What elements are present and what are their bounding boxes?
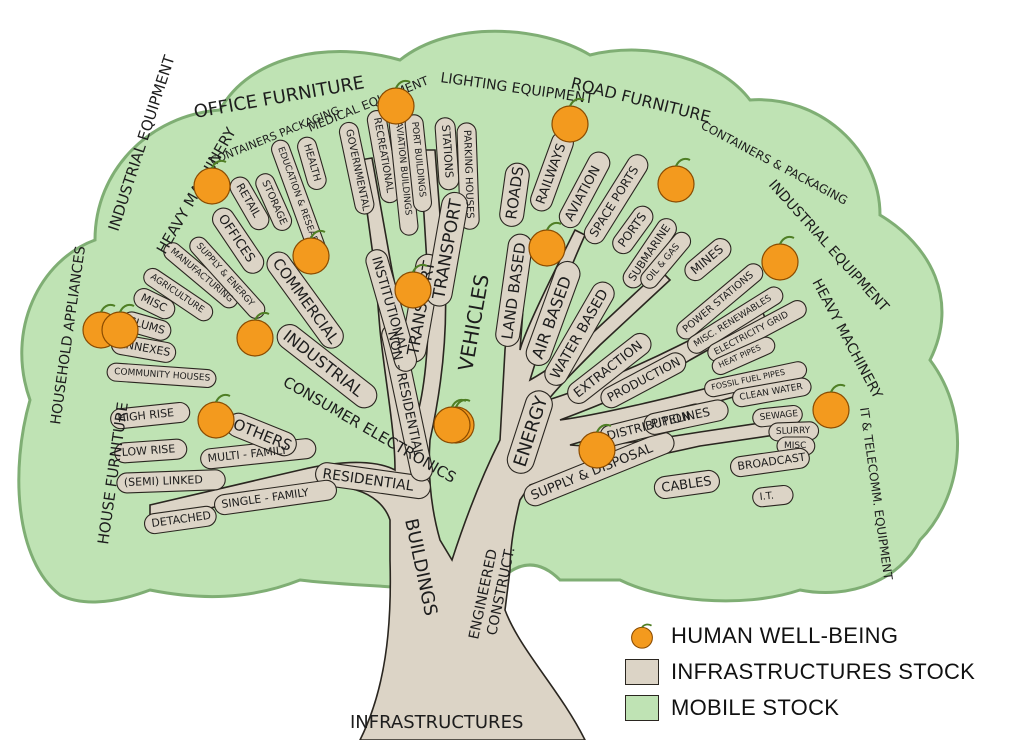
branch-strip (365, 249, 418, 372)
branch-label: CABLES (660, 474, 712, 496)
branch-label: SLURRY (776, 426, 811, 437)
branch-strip (558, 151, 611, 229)
orange-fruit-icon (394, 263, 432, 309)
branch-strips (106, 109, 820, 535)
orange-fruit-icon (197, 393, 235, 439)
orange-fruit-icon (377, 79, 415, 125)
branch-strip (525, 260, 581, 367)
branch-strip (544, 281, 615, 386)
branch-strip (144, 505, 217, 535)
branch-strip (676, 263, 764, 340)
branch-strip (684, 238, 732, 282)
branch-label: MISC (784, 441, 806, 451)
branch-strip (567, 332, 652, 404)
legend: HUMAN WELL-BEING INFRASTRUCTURES STOCK M… (625, 618, 975, 726)
legend-item-infrastructures-stock: INFRASTRUCTURES STOCK (625, 654, 975, 690)
orange-fruit-icon (433, 398, 471, 444)
legend-label-mobile-stock: MOBILE STOCK (671, 695, 840, 720)
branch-strip (583, 154, 649, 245)
branch-strip (711, 336, 776, 376)
branch-strip (143, 267, 214, 322)
branch-strip (214, 479, 338, 516)
branch-strip (425, 191, 469, 307)
branch-strip (434, 117, 460, 191)
branch-strip (495, 233, 533, 347)
orange-fruit-icon (657, 157, 695, 203)
branch-strip (110, 401, 191, 430)
branch-strip (687, 286, 784, 354)
branch-label: HIGH RISE (117, 406, 175, 425)
branch-strip (404, 114, 433, 213)
legend-label-human-well-being: HUMAN WELL-BEING (671, 623, 899, 648)
branch-strip (612, 205, 654, 255)
orange-fruit-icon (236, 311, 274, 357)
orange-fruit-icon (551, 97, 589, 143)
branch-strip (266, 251, 344, 349)
branch-strip (106, 362, 217, 389)
orange-fruit-icon (101, 303, 139, 349)
branch-strip (212, 207, 265, 274)
branch-strip (297, 136, 327, 191)
legend-item-mobile-stock: MOBILE STOCK (625, 690, 975, 726)
orange-fruit-icon (292, 229, 330, 275)
branch-strip (643, 399, 729, 435)
branch-strip (730, 447, 810, 478)
orange-fruit-icon (528, 221, 566, 267)
orange-fruit-icon (578, 423, 616, 469)
legend-label-infrastructures-stock: INFRASTRUCTURES STOCK (671, 659, 976, 684)
branch-strip (752, 484, 794, 508)
branch-strip (276, 324, 378, 409)
trunk-label-infrastructures: INFRASTRUCTURES (350, 712, 523, 733)
branch-label: SEWAGE (759, 409, 799, 423)
branch-label: (SEMI) LINKED (124, 473, 203, 489)
branch-strip (506, 390, 553, 474)
branch-strip (229, 176, 270, 231)
branch-strip (600, 352, 687, 409)
orange-fruit-icon (812, 383, 850, 429)
orange-fruit-icon (193, 159, 231, 205)
branch-label: PARKING HOUSES (461, 130, 475, 219)
branch-label: I.T. (759, 491, 774, 503)
branch-strip (653, 469, 721, 500)
orange-fruit-icon (761, 235, 799, 281)
branch-strip (732, 377, 812, 408)
branch-strip (315, 462, 431, 500)
branch-label: STATIONS (439, 124, 456, 178)
branch-strip (189, 236, 266, 319)
fruits-human-well-being (82, 79, 850, 469)
green-square-icon (625, 695, 659, 721)
branch-strip (499, 162, 530, 227)
branch-strip (338, 121, 375, 215)
legend-item-human-well-being: HUMAN WELL-BEING (625, 618, 975, 654)
branch-strip (640, 231, 692, 289)
branch-strip (133, 288, 176, 320)
branch-label: LOW RISE (121, 442, 175, 459)
branch-strip (114, 438, 188, 464)
orange-fruit-icon (631, 623, 653, 649)
branch-strip (116, 469, 226, 494)
beige-square-icon (625, 659, 659, 685)
branch-strip (255, 173, 293, 231)
